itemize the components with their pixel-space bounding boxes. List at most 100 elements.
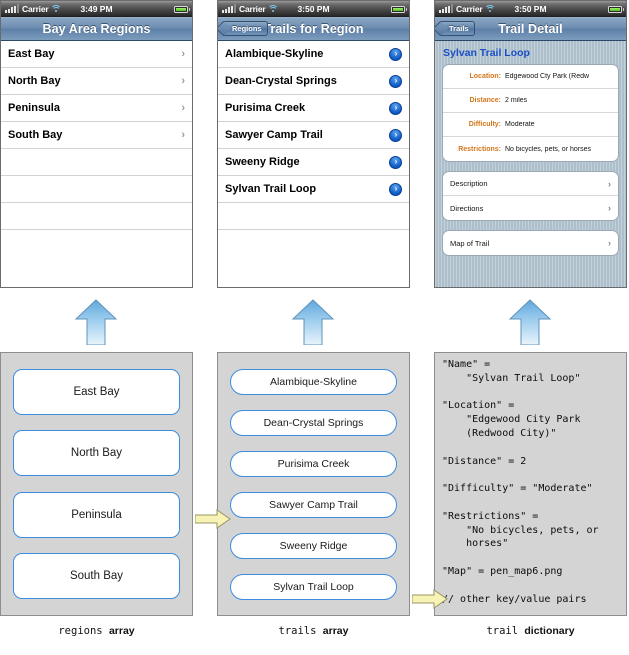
wifi-icon	[50, 5, 62, 13]
list-item-empty	[218, 203, 409, 230]
caption-regions-array: regions array	[0, 625, 193, 637]
signal-icon	[5, 4, 19, 13]
arrow-right-icon	[194, 509, 231, 529]
status-left: Carrier	[5, 4, 62, 14]
caption-mono: regions	[58, 625, 109, 637]
disclosure-icon[interactable]: ›	[389, 182, 402, 196]
phone-screen-trails: Carrier 3:50 PM Regions Trails for Regio…	[217, 0, 410, 288]
caption-bold: dictionary	[524, 625, 575, 637]
navigation-bar: Trails Trail Detail	[435, 17, 626, 41]
chevron-icon: ›	[181, 101, 185, 114]
caption-bold: array	[108, 625, 135, 637]
list-item-empty	[1, 176, 192, 203]
array-node: Purisima Creek	[230, 450, 397, 477]
regions-list: East Bay› North Bay › Peninsula› South Ba…	[1, 41, 192, 230]
array-node: Dean-Crystal Springs	[230, 409, 397, 436]
page-title: Trails for Region	[263, 21, 364, 36]
caption-mono: trails	[278, 625, 323, 637]
disclosure-icon[interactable]: ›	[389, 128, 402, 142]
wifi-icon	[484, 5, 496, 13]
carrier-label: Carrier	[239, 4, 266, 14]
back-button[interactable]: Trails	[439, 20, 475, 36]
carrier-label: Carrier	[22, 4, 49, 14]
battery-icon	[608, 5, 624, 13]
list-item[interactable]: Sweeny Ridge ›	[218, 149, 409, 176]
status-time: 3:50 PM	[514, 4, 547, 14]
list-item[interactable]: Dean-Crystal Springs ›	[218, 68, 409, 95]
column-regions: Carrier 3:49 PM Bay Area Regions East Ba…	[0, 0, 195, 655]
navigation-bar: Regions Trails for Region	[218, 17, 409, 41]
disclosure-icon[interactable]: ›	[389, 155, 402, 169]
status-bar: Carrier 3:50 PM	[218, 1, 409, 17]
page-title: Bay Area Regions	[42, 21, 151, 36]
list-item-label: North Bay	[8, 75, 61, 87]
status-right	[174, 5, 190, 13]
list-item[interactable]: Peninsula›	[1, 95, 192, 122]
list-item-label: Description	[450, 179, 488, 188]
list-item[interactable]: Alambique-Skyline ›	[218, 41, 409, 68]
field-value: Edgewood Cty Park (Redw	[505, 73, 590, 80]
field-key: Distance:	[469, 97, 501, 104]
array-node: Sylvan Trail Loop	[230, 573, 397, 600]
carrier-label: Carrier	[456, 4, 483, 14]
array-node: Alambique-Skyline	[230, 368, 397, 395]
array-node: Sweeny Ridge	[230, 532, 397, 559]
disclosure-icon[interactable]: ›	[389, 47, 402, 61]
list-item[interactable]: Description ›	[443, 172, 618, 196]
array-node: Sawyer Camp Trail	[230, 491, 397, 518]
list-item[interactable]: North Bay ›	[1, 68, 192, 95]
navigation-bar: Bay Area Regions	[1, 17, 192, 41]
list-item-label: Purisima Creek	[225, 102, 306, 114]
status-time: 3:50 PM	[297, 4, 330, 14]
field-key: Location:	[469, 73, 502, 80]
trails-list: Alambique-Skyline › Dean-Crystal Springs ›…	[218, 41, 409, 230]
field-value: No bicycles, pets, or horses	[505, 145, 591, 153]
list-item-empty	[1, 149, 192, 176]
caption-trail-dictionary: trail dictionary	[434, 625, 627, 637]
array-node: East Bay	[13, 368, 180, 415]
list-item[interactable]: Map of Trail›	[443, 231, 618, 255]
list-item-label: Map of Trail	[450, 238, 490, 248]
phone-screen-regions: Carrier 3:49 PM Bay Area Regions East Ba…	[0, 0, 193, 288]
detail-links-section-2: Map of Trail›	[442, 230, 619, 256]
detail-fields-section: Location:Edgewood Cty Park (Redw Distanc…	[442, 64, 619, 162]
list-item[interactable]: Purisima Creek ›	[218, 95, 409, 122]
caption-trails-array: trails array	[217, 625, 410, 637]
table-row: Distance: 2 miles	[443, 89, 618, 113]
field-value: 2 miles	[505, 97, 528, 104]
disclosure-icon[interactable]: ›	[389, 74, 402, 88]
chevron-icon: ›	[181, 74, 185, 87]
detail-links-section-1: Description › Directions›	[442, 171, 619, 221]
signal-icon	[222, 4, 236, 13]
phone-screen-detail: Carrier 3:50 PM Trails Trail Detail Sylv…	[434, 0, 627, 288]
list-item-label: Sweeny Ridge	[225, 156, 300, 168]
array-node: North Bay	[13, 430, 180, 477]
list-item[interactable]: Directions›	[443, 196, 618, 220]
list-item[interactable]: Sylvan Trail Loop›	[218, 176, 409, 203]
signal-icon	[439, 4, 453, 13]
arrow-up-icon	[74, 299, 118, 345]
node-list: East Bay North Bay Peninsula South Bay	[1, 353, 192, 615]
regions-array-box: East Bay North Bay Peninsula South Bay	[0, 352, 193, 616]
column-detail: Carrier 3:50 PM Trails Trail Detail Sylv…	[434, 0, 629, 655]
grouped-table-view: Sylvan Trail Loop Location:Edgewood Cty …	[435, 41, 626, 287]
status-bar: Carrier 3:49 PM	[1, 1, 192, 17]
status-time: 3:49 PM	[80, 4, 113, 14]
list-item[interactable]: Sawyer Camp Trail›	[218, 122, 409, 149]
table-row: Location:Edgewood Cty Park (Redw	[443, 65, 618, 89]
list-item[interactable]: East Bay›	[1, 41, 192, 68]
table-row: Restrictions:No bicycles, pets, or horse…	[443, 137, 618, 161]
list-item[interactable]: South Bay›	[1, 122, 192, 149]
field-value: Moderate	[505, 121, 535, 128]
field-key: Difficulty:	[468, 121, 501, 128]
status-left: Carrier	[222, 4, 279, 14]
list-item-label: Alambique-Skyline	[225, 48, 324, 60]
list-item-label: Dean-Crystal Springs	[225, 75, 337, 87]
chevron-icon: ›	[181, 47, 185, 60]
back-button[interactable]: Regions	[222, 20, 268, 36]
array-node: Peninsula	[13, 491, 180, 538]
node-list: Alambique-Skyline Dean-Crystal Springs P…	[218, 353, 409, 615]
chevron-icon: ›	[608, 178, 611, 189]
disclosure-icon[interactable]: ›	[389, 101, 402, 115]
array-node: South Bay	[13, 553, 180, 600]
